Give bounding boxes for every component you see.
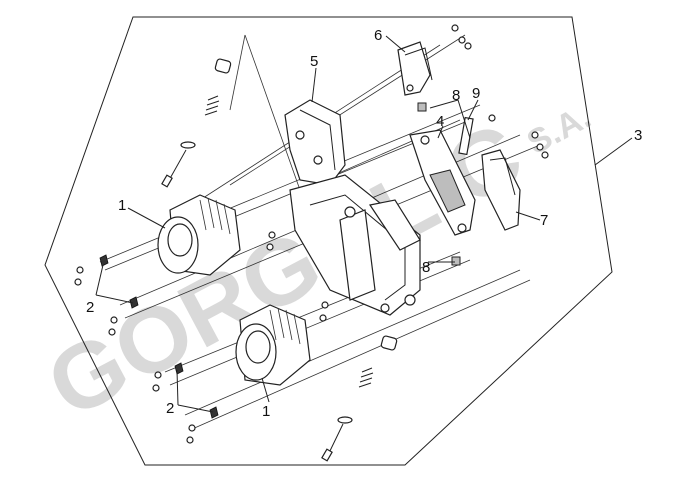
callout-8-top: 8: [452, 87, 460, 104]
callout-2-top: 2: [86, 299, 94, 316]
nuts-8: [417, 102, 461, 266]
mounting-plate: [289, 174, 421, 316]
callout-6: 6: [374, 27, 382, 44]
screws-and-clips: [74, 24, 549, 444]
callout-9: 9: [472, 85, 480, 102]
adjuster-screw-top: [161, 58, 232, 188]
callout-7: 7: [540, 212, 548, 229]
callout-5: 5: [310, 53, 318, 70]
side-bracket-7: [481, 149, 521, 231]
bracket-6: [397, 41, 433, 96]
callout-3: 3: [634, 127, 642, 144]
housing-bracket-5: [284, 99, 346, 186]
callouts: 1 2 2 1 5 6 8 9 4 3 7 8: [86, 27, 642, 420]
rear-plate-4: [409, 129, 476, 236]
callout-8-bottom: 8: [422, 259, 430, 276]
adjuster-screw-bottom: [321, 335, 398, 462]
leader-lines: [95, 35, 633, 413]
fog-lamp-top: [157, 194, 241, 276]
callout-1-bottom: 1: [262, 403, 270, 420]
fog-lamp-bottom: [235, 304, 311, 386]
assembly-boundary: [44, 16, 613, 466]
callout-4: 4: [436, 113, 444, 130]
callout-1-top: 1: [118, 197, 126, 214]
callout-2-bottom: 2: [166, 400, 174, 417]
